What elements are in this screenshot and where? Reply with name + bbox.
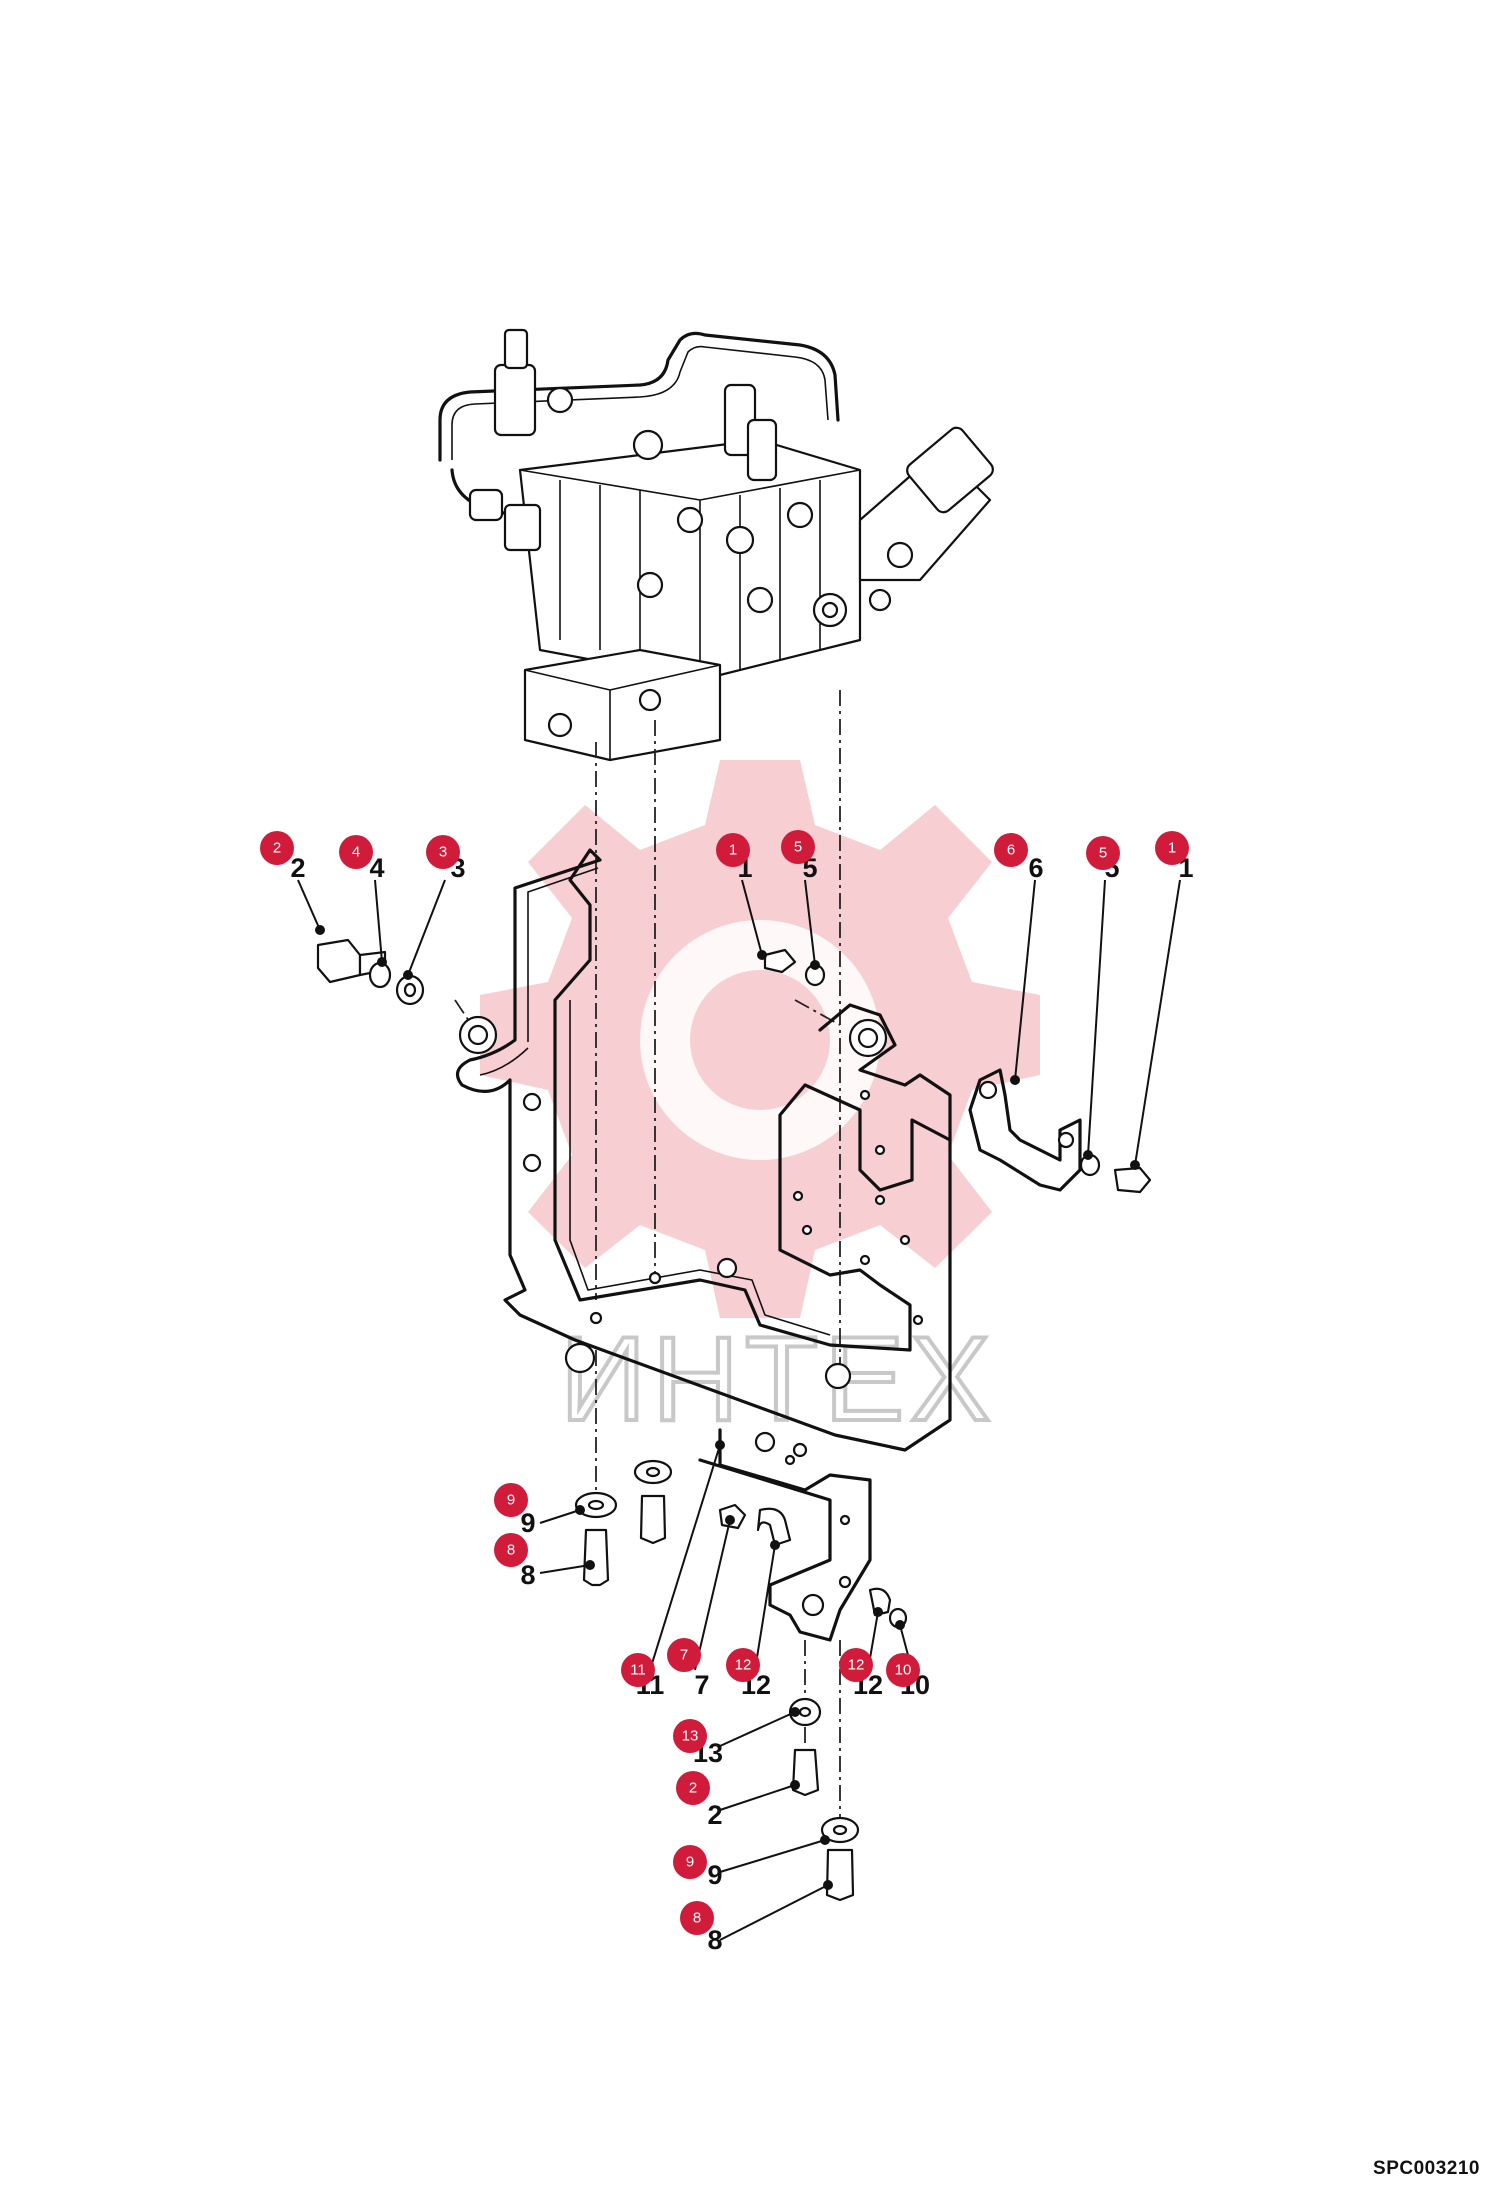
callout-7: 7 7 bbox=[667, 1638, 710, 1700]
callout-badge-number: 10 bbox=[895, 1662, 912, 1679]
callout-badge-number: 1 bbox=[729, 842, 737, 859]
part-number-label: 8 bbox=[707, 1925, 722, 1955]
callout-10: 10 10 bbox=[886, 1653, 930, 1700]
callout-12: 12 12 bbox=[726, 1648, 771, 1700]
small-bracket bbox=[968, 1068, 1082, 1192]
callout-5: 5 5 bbox=[781, 830, 818, 883]
part-number-label: 7 bbox=[694, 1670, 709, 1700]
callout-badge-number: 7 bbox=[680, 1647, 688, 1664]
part-number-label: 8 bbox=[520, 1560, 535, 1590]
callout-2: 2 2 bbox=[676, 1771, 723, 1830]
callout-12: 12 12 bbox=[839, 1648, 883, 1700]
callout-badge-number: 5 bbox=[1099, 845, 1107, 862]
callout-badge-number: 12 bbox=[735, 1657, 752, 1674]
callout-4: 4 4 bbox=[339, 835, 385, 883]
callout-badge-number: 3 bbox=[439, 844, 447, 861]
part-number-label: 6 bbox=[1028, 853, 1043, 883]
callout-badge-number: 9 bbox=[686, 1854, 694, 1871]
part-number-label: 9 bbox=[707, 1860, 722, 1890]
callout-3: 3 3 bbox=[426, 835, 466, 883]
part-number-label: 9 bbox=[520, 1508, 535, 1538]
callout-9: 9 9 bbox=[494, 1483, 536, 1538]
part-number-label: 2 bbox=[707, 1800, 722, 1830]
assembly-axes bbox=[454, 690, 841, 1830]
callout-1: 1 1 bbox=[1155, 831, 1194, 883]
callout-badge-number: 6 bbox=[1007, 842, 1015, 859]
callout-badge-number: 12 bbox=[848, 1657, 865, 1674]
callout-badge-number: 11 bbox=[630, 1662, 646, 1679]
callouts: 2 2 4 4 3 3 1 1 5 5 6 6 5 5 1 1 bbox=[260, 830, 1194, 1955]
callout-6: 6 6 bbox=[994, 833, 1044, 883]
callout-11: 11 11 bbox=[621, 1653, 664, 1700]
callout-badge-number: 9 bbox=[507, 1492, 515, 1509]
callout-badge-number: 2 bbox=[273, 840, 281, 857]
main-bracket bbox=[455, 848, 952, 1642]
figure-code: SPC003210 bbox=[1373, 2158, 1480, 2179]
callout-2: 2 2 bbox=[260, 831, 306, 883]
callout-badge-number: 5 bbox=[794, 839, 802, 856]
control-valve-assembly bbox=[438, 328, 994, 762]
callout-badge-number: 1 bbox=[1168, 840, 1176, 857]
callout-8: 8 8 bbox=[494, 1533, 536, 1590]
callout-13: 13 13 bbox=[673, 1719, 723, 1768]
callout-badge-number: 13 bbox=[682, 1728, 699, 1745]
part-number-label: 2 bbox=[290, 853, 305, 883]
leader-lines bbox=[297, 879, 1181, 1941]
callout-8: 8 8 bbox=[680, 1901, 723, 1955]
part-number-label: 4 bbox=[369, 853, 384, 883]
callout-5: 5 5 bbox=[1086, 836, 1120, 883]
callout-badge-number: 8 bbox=[693, 1910, 701, 1927]
callout-9: 9 9 bbox=[673, 1845, 723, 1890]
watermark-gear bbox=[480, 760, 1040, 1318]
callout-1: 1 1 bbox=[716, 833, 753, 883]
callout-badge-number: 2 bbox=[689, 1780, 697, 1797]
watermark-text: ИНТЕХ bbox=[560, 1312, 996, 1446]
callout-badge-number: 4 bbox=[352, 844, 360, 861]
callout-badge-number: 8 bbox=[507, 1542, 515, 1559]
